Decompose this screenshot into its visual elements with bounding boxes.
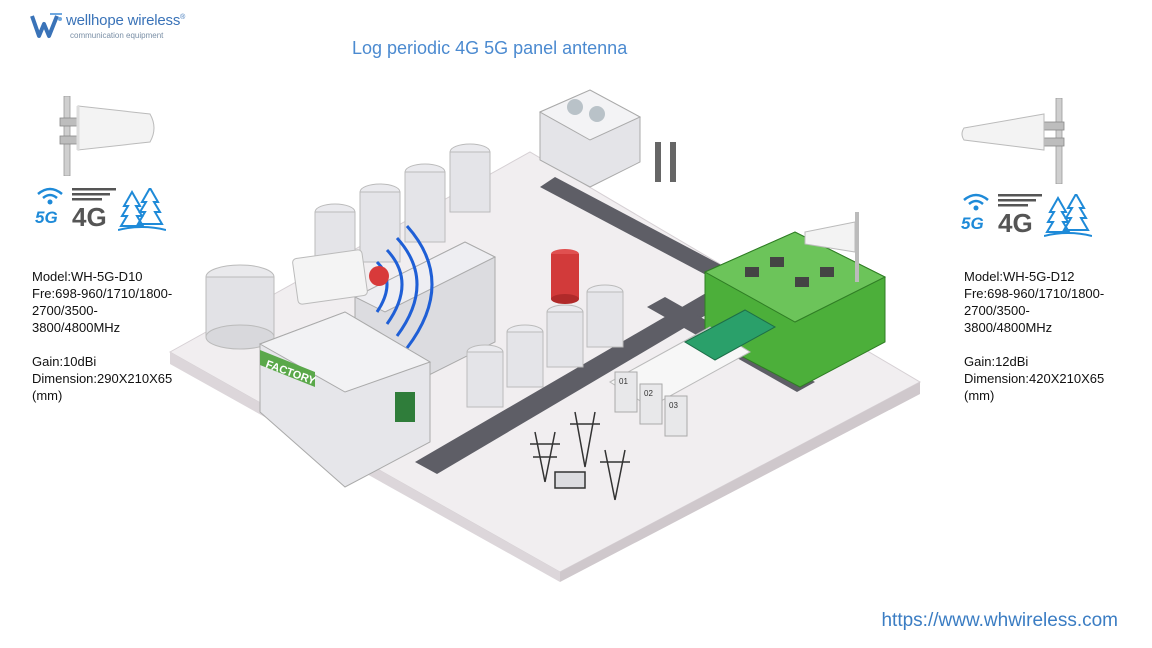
dock-03-label: 03 — [669, 401, 678, 410]
network-badge-left: 5G 4G — [32, 186, 172, 234]
brand-logo-icon — [30, 13, 62, 38]
spec-freq-2: 2700/3500- — [32, 303, 98, 318]
spec-model: Model:WH-5G-D10 — [32, 269, 143, 284]
red-tank — [551, 249, 579, 304]
specs-left: Model:WH-5G-D10 Fre:698-960/1710/1800- 2… — [32, 268, 232, 404]
spec-dimension: Dimension:290X210X65 — [32, 371, 173, 386]
green-hangar — [703, 212, 887, 388]
wifi-signal-icon — [37, 187, 63, 205]
brand-tagline: communication equipment — [70, 31, 164, 40]
storage-tanks — [205, 143, 491, 350]
page-title: Log periodic 4G 5G panel antenna — [352, 38, 628, 58]
spec-model: Model:WH-5G-D12 — [964, 269, 1075, 284]
dock-01-label: 01 — [619, 377, 628, 386]
brand-name: wellhope wireless® — [66, 12, 186, 29]
website-link[interactable]: https://www.whwireless.com — [881, 610, 1118, 631]
spec-unit: (mm) — [964, 388, 995, 403]
badge-4g-label: 4G — [998, 208, 1033, 238]
silos-middle — [466, 284, 624, 408]
badge-5g-label: 5G — [35, 208, 58, 227]
panel-antenna-d12-icon — [961, 98, 1065, 184]
spec-dimension: Dimension:420X210X65 — [964, 371, 1105, 386]
spec-unit: (mm) — [32, 388, 63, 403]
spec-freq-3: 3800/4800MHz — [964, 320, 1053, 335]
road — [415, 282, 745, 474]
power-station — [538, 89, 676, 188]
spec-freq-2: 2700/3500- — [964, 303, 1030, 318]
spec-freq-3: 3800/4800MHz — [32, 320, 121, 335]
badge-4g-label: 4G — [72, 202, 107, 232]
spec-gain: Gain:12dBi — [964, 354, 1029, 369]
spec-freq-1: Fre:698-960/1710/1800- — [32, 286, 173, 301]
factory-building: FACTORY — [258, 311, 432, 488]
network-badge-right: 5G 4G — [958, 192, 1098, 240]
bars-icon — [72, 188, 116, 201]
power-pylons — [530, 411, 630, 501]
industrial-scene-illustration: FACTORY 01 — [168, 89, 922, 582]
pine-trees-icon — [1044, 194, 1092, 237]
dock-02-label: 02 — [644, 389, 653, 398]
panel-antenna-d10-icon — [59, 96, 155, 176]
bars-icon — [998, 194, 1042, 207]
spec-freq-1: Fre:698-960/1710/1800- — [964, 286, 1105, 301]
specs-right: Model:WH-5G-D12 Fre:698-960/1710/1800- 2… — [964, 268, 1149, 404]
pine-trees-icon — [118, 188, 166, 231]
loading-docks: 01 02 03 — [609, 309, 777, 437]
wifi-signal-icon — [963, 193, 989, 211]
badge-5g-label: 5G — [961, 214, 984, 233]
spec-gain: Gain:10dBi — [32, 354, 97, 369]
road — [540, 177, 725, 277]
